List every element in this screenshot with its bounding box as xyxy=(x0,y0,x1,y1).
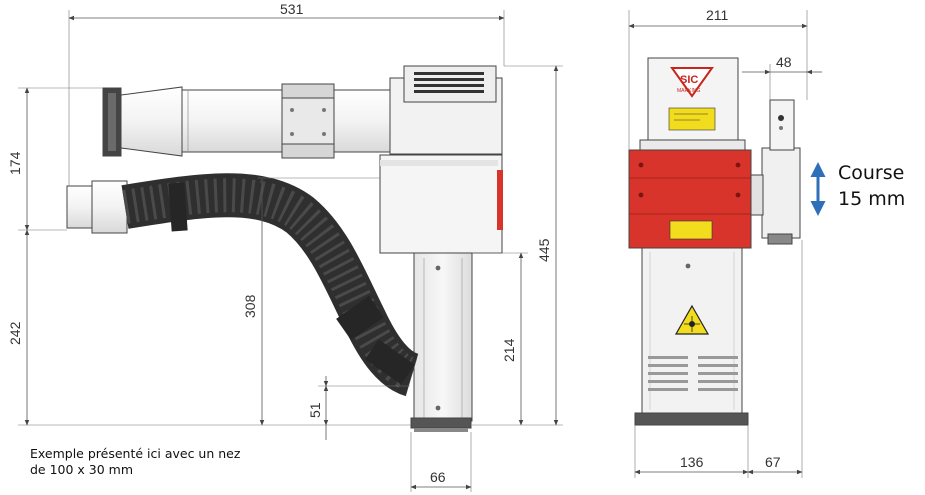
caption-line-1: Exemple présenté ici avec un nez xyxy=(30,446,241,461)
dim-front-width: 211 xyxy=(706,7,729,23)
warning-label-body xyxy=(669,220,713,240)
caption-line-2: de 100 x 30 mm xyxy=(30,462,134,477)
svg-text:SIC: SIC xyxy=(680,74,698,86)
dim-overall-width: 531 xyxy=(280,1,304,17)
cooling-fins xyxy=(414,72,484,93)
example-caption: Exemple présenté ici avec un nez de 100 … xyxy=(30,446,320,478)
lens-column xyxy=(413,252,473,422)
front-nose xyxy=(634,412,749,426)
svg-text:MARKING: MARKING xyxy=(677,88,700,94)
dim-lower-height: 242 xyxy=(7,321,23,345)
vent-grille xyxy=(648,356,738,391)
dim-hose-height: 308 xyxy=(242,294,258,318)
extraction-hose xyxy=(121,173,420,397)
course-label: Course 15 mm xyxy=(838,160,905,212)
sic-logo: SIC MARKING xyxy=(670,67,714,98)
dim-total-height: 445 xyxy=(536,238,552,262)
dim-upper-height: 174 xyxy=(7,151,23,175)
marking-nose xyxy=(410,417,472,429)
side-slide xyxy=(761,147,801,239)
dim-base-width: 136 xyxy=(680,454,704,470)
dim-nose-width: 66 xyxy=(430,469,446,485)
side-view: 531 174 242 308 51 214 445 66 xyxy=(7,1,563,492)
dim-side-depth: 67 xyxy=(765,454,781,470)
course-title: Course xyxy=(838,162,905,184)
laser-hazard-icon xyxy=(674,304,710,335)
cone-section xyxy=(120,86,183,157)
warning-label-top xyxy=(668,107,716,131)
dim-column-height: 214 xyxy=(501,338,517,362)
dim-nose-offset: 51 xyxy=(307,402,323,418)
course-value: 15 mm xyxy=(838,188,906,210)
front-view: SIC MARKING xyxy=(628,7,826,478)
laser-body xyxy=(379,154,503,254)
dim-side-offset: 48 xyxy=(776,54,792,70)
